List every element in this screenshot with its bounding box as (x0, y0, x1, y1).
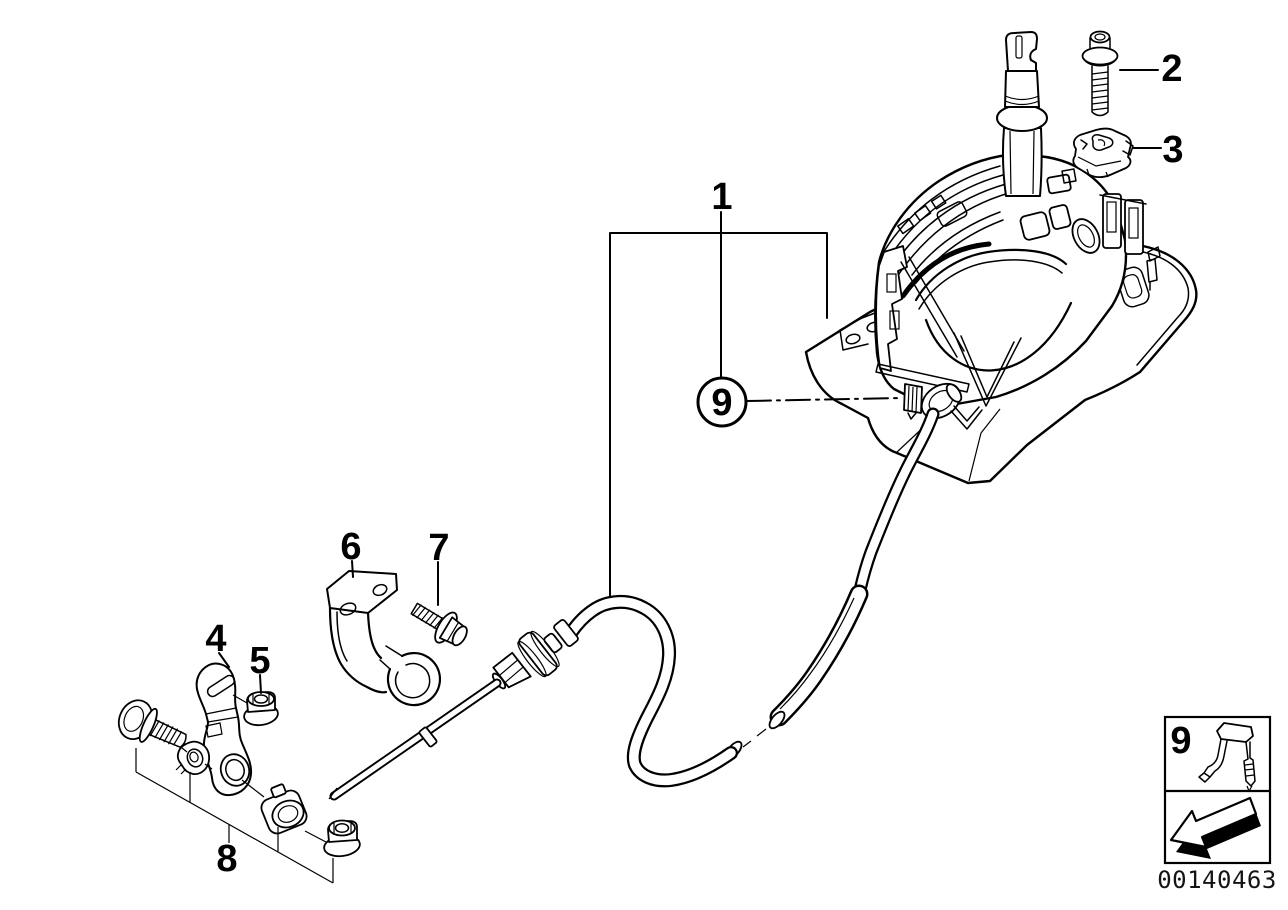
cable-adjuster (491, 619, 579, 690)
bracket-part-6 (326, 570, 442, 707)
callout-5-label: 5 (249, 640, 270, 682)
bolt-part-7 (410, 602, 468, 647)
direction-arrow-icon (1169, 796, 1261, 859)
callout-8-label: 8 (216, 838, 237, 880)
washer-clip-part-8 (175, 740, 210, 775)
callout-9-label: 9 (711, 382, 732, 424)
cable-cut-end (768, 710, 786, 730)
cable-break-dashes (742, 728, 767, 748)
cable-threaded-rod (328, 678, 502, 801)
callout-4-label: 4 (205, 618, 226, 660)
shift-lever (996, 31, 1048, 197)
callout-1-bracket (609, 211, 828, 597)
grommet-part-8 (260, 783, 308, 835)
callout-2-label: 2 (1161, 48, 1182, 90)
inset-callout-label: 9 (1170, 720, 1191, 762)
nut-part-5 (243, 691, 279, 727)
inset-legend: 9 (1163, 715, 1272, 865)
shift-cable-upper (742, 407, 940, 748)
bolt-part-2 (1081, 30, 1119, 117)
image-number: 00140463 (1157, 866, 1277, 894)
callout-1-label: 1 (711, 176, 732, 218)
explosion-axis-lines (181, 694, 327, 843)
retaining-clip-icon (1198, 722, 1256, 793)
clip-part-3 (1072, 127, 1134, 179)
selector-lever-part-4 (195, 662, 253, 797)
callout-7-label: 7 (428, 527, 449, 569)
leader-line-6 (351, 560, 354, 578)
callout-3-label: 3 (1162, 129, 1183, 171)
nut-part-8 (323, 819, 361, 858)
leader-line-5 (259, 674, 262, 694)
callout-6-label: 6 (340, 526, 361, 568)
callout-9-circle: 9 (696, 376, 902, 428)
mounting-parts-group-8 (117, 694, 361, 884)
callout-9-leader (746, 397, 902, 402)
leader-line-4 (218, 652, 230, 668)
callout-labels: 1 2 3 4 5 6 7 8 (205, 48, 1183, 880)
shifter-housing (874, 153, 1147, 407)
group-8-leader-lines (135, 748, 334, 884)
shift-cable-lower (328, 595, 743, 801)
